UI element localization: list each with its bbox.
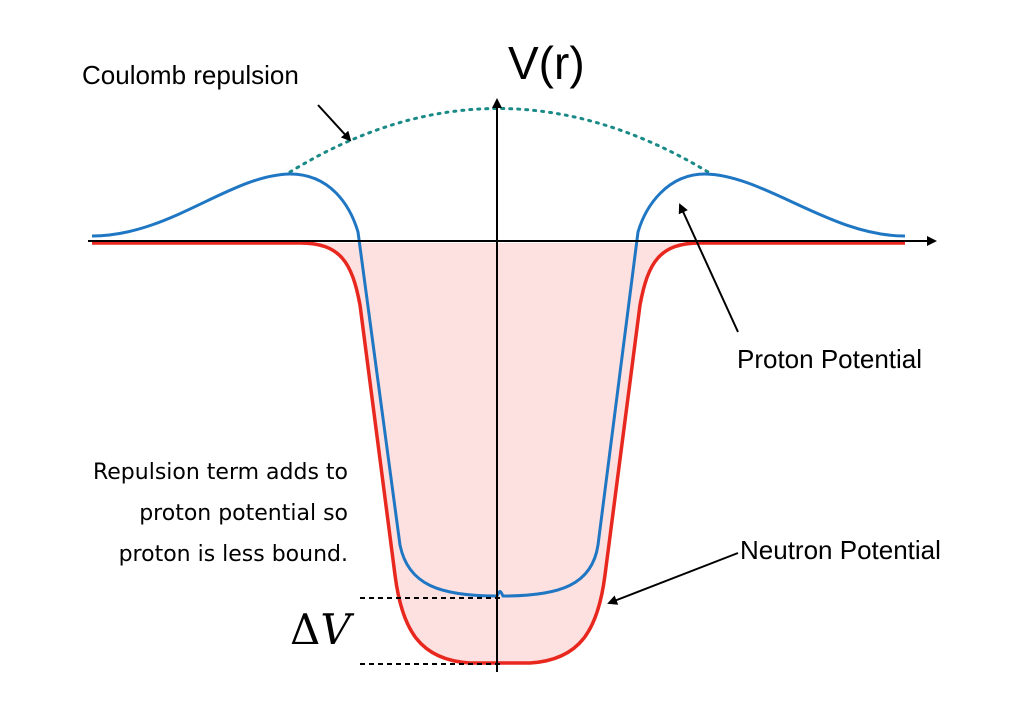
coulomb-arrow — [317, 104, 352, 142]
note-line-3: proton is less bound. — [118, 542, 348, 567]
repulsion-note: Repulsion term adds to proton potential … — [93, 452, 348, 575]
note-line-1: Repulsion term adds to — [92, 460, 348, 485]
neutron-potential-label: Neutron Potential — [740, 535, 941, 565]
note-line-2: proton potential so — [139, 501, 348, 526]
neutron-well-fill — [92, 243, 905, 663]
proton-potential-label: Proton Potential — [737, 344, 923, 374]
coulomb-label: Coulomb repulsion — [82, 60, 299, 90]
axis-title: V(r) — [508, 37, 585, 89]
delta-v-label: ΔV — [290, 605, 351, 654]
coulomb-curve — [288, 107, 710, 174]
delta-symbol: Δ — [290, 605, 321, 654]
delta-variable: V — [320, 605, 351, 654]
proton-arrow — [678, 203, 739, 333]
neutron-arrow — [607, 552, 739, 605]
proton-potential-curve — [91, 172, 906, 598]
